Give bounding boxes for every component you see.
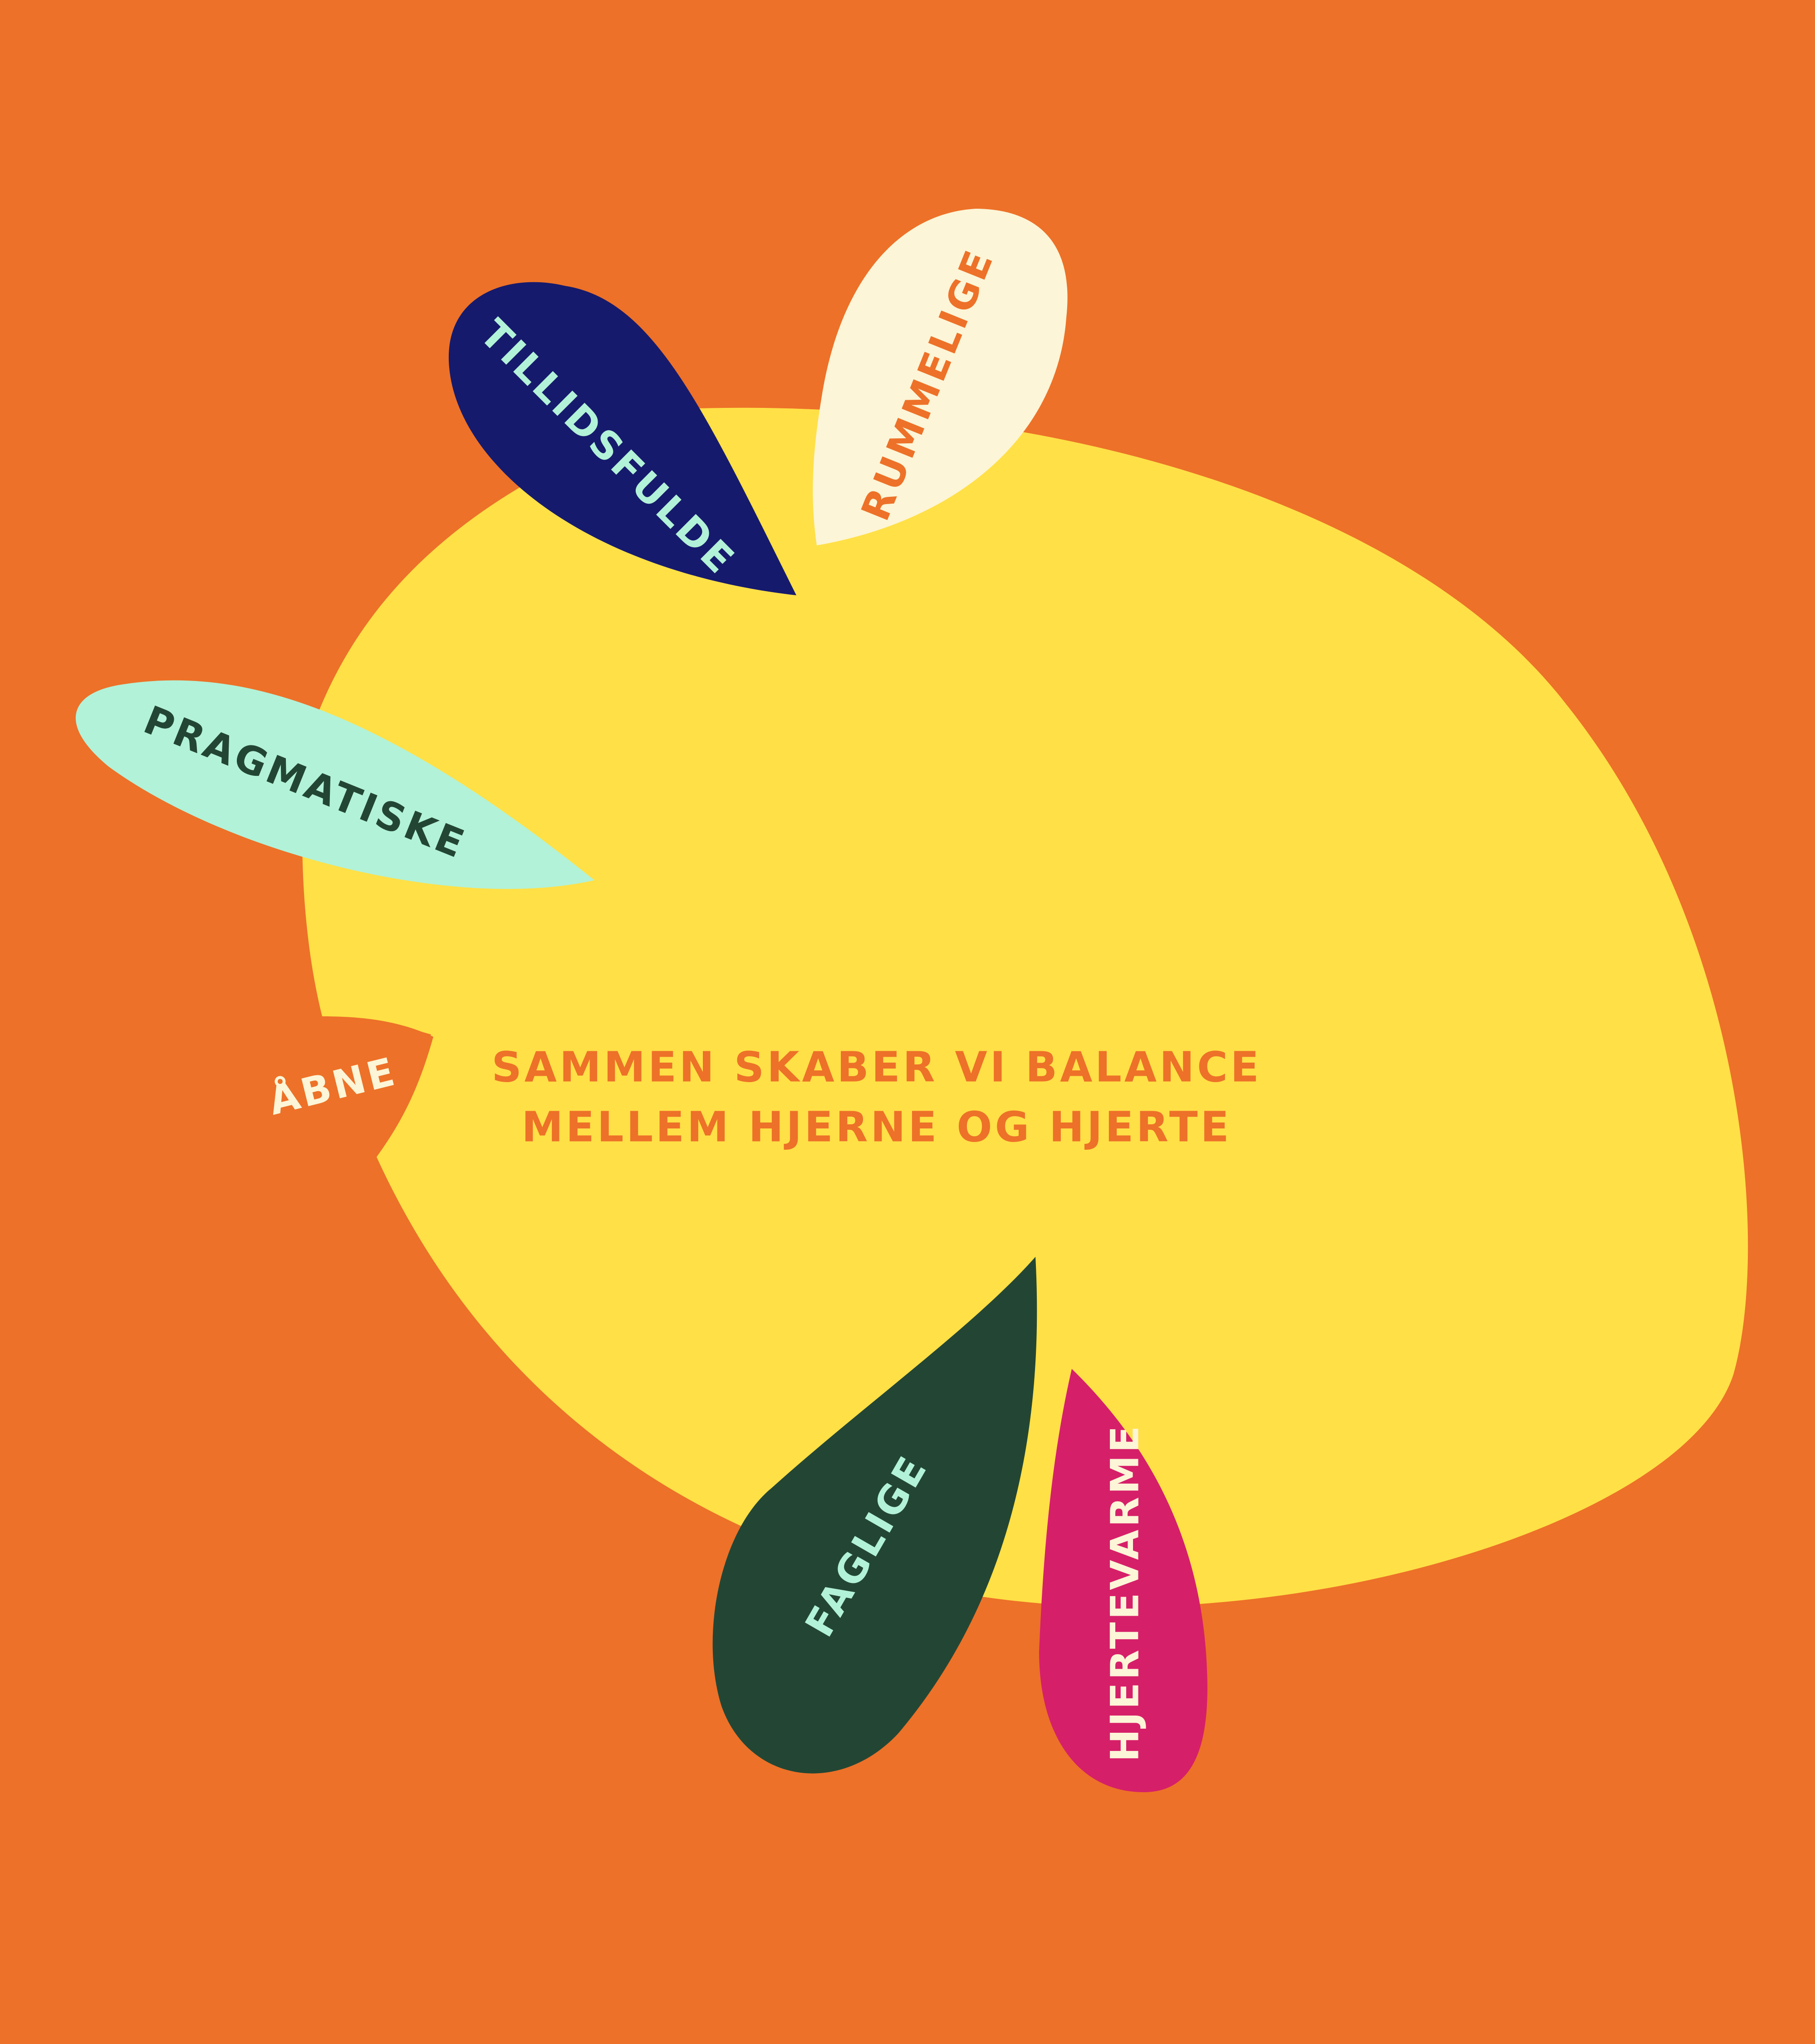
petal-hjertevarme [1039, 1369, 1207, 1792]
central-blob [302, 407, 1748, 1607]
petal-tillidsfulde [448, 282, 796, 595]
petal-pragmatiske [75, 680, 594, 889]
petal-faglige [712, 1257, 1037, 1774]
petal-rummelige [813, 209, 1068, 545]
center-text-line-2: MELLEM HJERNE OG HJERTE [522, 1103, 1232, 1151]
label-hjertevarme: HJERTEVARME [1102, 1423, 1148, 1762]
abne-notch [321, 1016, 433, 1157]
center-text-line-1: SAMMEN SKABER VI BALANCE [492, 1043, 1262, 1091]
